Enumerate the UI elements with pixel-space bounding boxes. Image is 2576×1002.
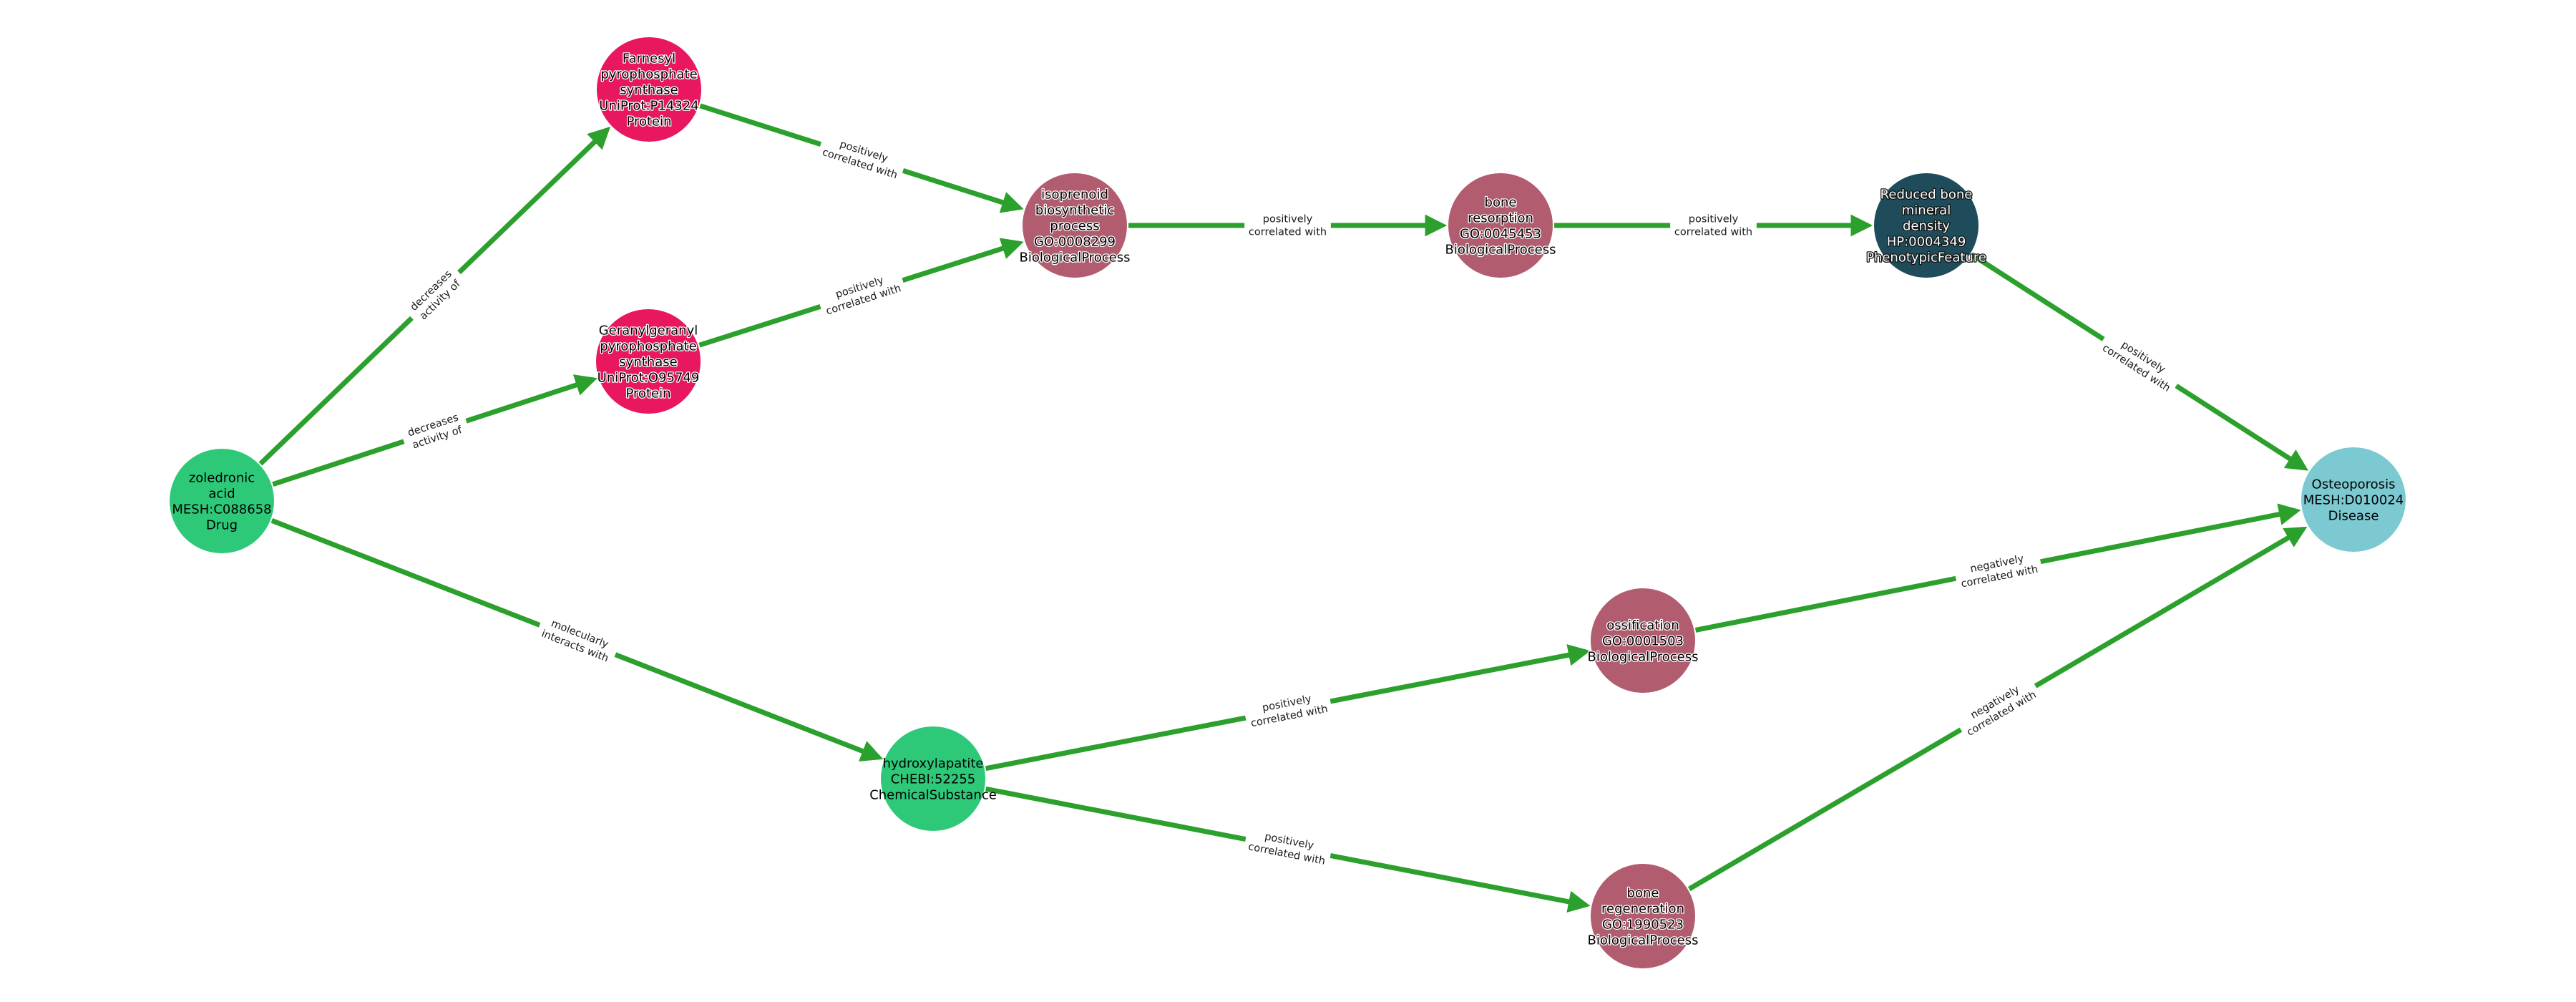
node-circle[interactable] bbox=[1023, 173, 1127, 278]
edge-label: molecularlyinteracts with bbox=[540, 616, 615, 665]
node-circle[interactable] bbox=[1448, 173, 1553, 278]
edge-line bbox=[258, 316, 414, 466]
edge-zoledronic-acid--hydroxylapatite: molecularlyinteracts with bbox=[270, 518, 884, 762]
edge-line bbox=[272, 439, 405, 487]
node-circle[interactable] bbox=[1591, 864, 1695, 968]
node-circle[interactable] bbox=[1874, 173, 1979, 278]
edge-reduced-bone-mineral-density--osteoporosis: positivelycorrelated with bbox=[1970, 252, 2309, 471]
edge-farnesyl-pyrophosphate-synthase--isoprenoid-biosynthetic-process: positivelycorrelated with bbox=[699, 103, 1024, 213]
edge-line bbox=[1970, 252, 2105, 341]
edge-line bbox=[699, 103, 822, 147]
edge-line bbox=[985, 786, 1246, 842]
edge-label: negativelycorrelated with bbox=[1958, 678, 2038, 739]
edge-label: positivelycorrelated with bbox=[2100, 331, 2179, 394]
edge-zoledronic-acid--farnesyl-pyrophosphate-synthase: decreasesactivity of bbox=[258, 126, 611, 466]
edge-line-arrowhead bbox=[2040, 503, 2301, 565]
node-circle[interactable] bbox=[170, 449, 274, 553]
edge-label: negativelycorrelated with bbox=[1958, 551, 2039, 590]
edge-label: positivelycorrelated with bbox=[1247, 828, 1329, 867]
edge-line bbox=[1694, 575, 1956, 633]
edge-line-arrowhead bbox=[465, 374, 597, 424]
node-circle[interactable] bbox=[881, 726, 985, 831]
node-circle[interactable] bbox=[1591, 588, 1695, 693]
edge-geranylgeranyl-pyrophosphate-synthase--isoprenoid-biosynthetic-process: positivelycorrelated with bbox=[698, 238, 1024, 348]
edge-label: positivelycorrelated with bbox=[821, 135, 902, 182]
edge-zoledronic-acid--geranylgeranyl-pyrophosphate-synthase: decreasesactivity of bbox=[272, 374, 597, 487]
edge-line-arrowhead bbox=[614, 652, 884, 762]
edge-label: positivelycorrelated with bbox=[1247, 691, 1329, 729]
edge-label: positivelycorrelated with bbox=[821, 271, 902, 318]
edge-line-arrowhead bbox=[902, 168, 1024, 213]
node-circle[interactable] bbox=[2301, 447, 2406, 552]
edge-hydroxylapatite--ossification: positivelycorrelated with bbox=[985, 644, 1591, 772]
node-circle[interactable] bbox=[597, 37, 701, 142]
edge-line bbox=[985, 715, 1246, 772]
edge-line-arrowhead bbox=[457, 126, 611, 275]
edge-label: decreasesactivity of bbox=[409, 268, 464, 323]
edge-line-arrowhead bbox=[1330, 853, 1591, 913]
node-circle[interactable] bbox=[596, 309, 701, 414]
edge-hydroxylapatite--bone-regeneration: positivelycorrelated with bbox=[985, 786, 1591, 913]
edge-line-arrowhead bbox=[1330, 644, 1591, 704]
edges-layer: decreasesactivity of decreasesactivity of… bbox=[258, 103, 2309, 913]
edge-line-arrowhead bbox=[2175, 384, 2309, 471]
edge-line bbox=[1687, 727, 1963, 892]
edge-label: decreasesactivity of bbox=[406, 412, 464, 451]
edge-line bbox=[270, 518, 541, 628]
edge-line-arrowhead bbox=[902, 238, 1024, 283]
edge-line-arrowhead bbox=[2034, 526, 2308, 689]
edge-ossification--osteoporosis: negativelycorrelated with bbox=[1694, 503, 2301, 633]
edge-line bbox=[698, 304, 821, 348]
